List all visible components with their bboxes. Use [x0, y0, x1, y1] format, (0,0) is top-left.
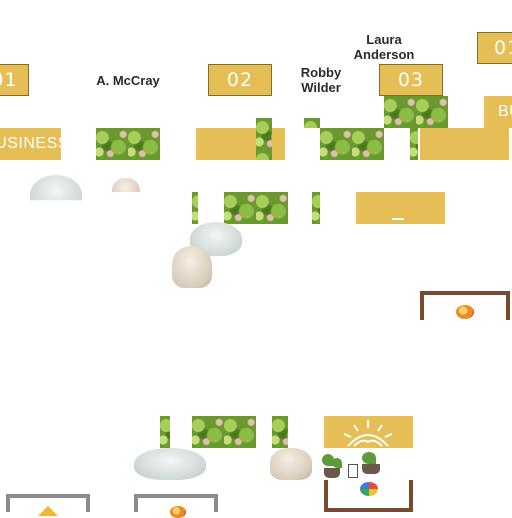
- statue-decoration: [112, 178, 140, 192]
- name-label-mccray: A. McCray: [88, 73, 168, 88]
- desk-number-03[interactable]: 03: [379, 64, 443, 96]
- plant-leaf: [332, 458, 342, 468]
- foliage-tile: [272, 416, 288, 448]
- foliage-tile: [312, 192, 320, 224]
- cloud-decoration: [134, 448, 206, 480]
- desk-number-01-partial[interactable]: 01: [0, 64, 29, 96]
- plant-leaf: [362, 452, 376, 464]
- picture-frame-bottom-left: [6, 494, 90, 516]
- colorful-ball-icon: [360, 482, 378, 496]
- desk-number-01-right-partial[interactable]: 01: [477, 32, 512, 64]
- orange-flag-icon: [38, 506, 58, 516]
- banner-text: BUSINESS: [0, 135, 61, 152]
- potted-plants-icon: [318, 452, 384, 480]
- statue-decoration: [270, 448, 312, 480]
- foliage-tile: [224, 192, 288, 224]
- desk-number-text: 01: [0, 69, 18, 91]
- gold-desk-block: [420, 128, 509, 160]
- plant-pot: [324, 468, 340, 478]
- name-label-laura: Laura Anderson: [344, 32, 424, 62]
- plant-leaf: [322, 454, 334, 466]
- foliage-tile: [256, 118, 272, 160]
- orange-fish-icon: [170, 506, 186, 518]
- desk-number-text: 01: [494, 37, 512, 59]
- plant-pot: [362, 464, 380, 474]
- picture-frame-bottom-mid: [134, 494, 218, 518]
- picture-frame: [324, 480, 413, 512]
- orange-fish-icon: [456, 305, 474, 319]
- shelf-rail: [348, 464, 358, 478]
- sun-handshake-fragment: [392, 218, 404, 226]
- business-banner-left: BUSINESS: [0, 128, 61, 160]
- name-text: Laura Anderson: [353, 32, 415, 62]
- desk-number-02[interactable]: 02: [208, 64, 272, 96]
- foliage-tile: [192, 192, 198, 224]
- foliage-tile: [320, 128, 384, 160]
- banner-text: BU: [498, 103, 512, 120]
- name-text: Robby Wilder: [300, 65, 342, 95]
- desk-number-text: 03: [397, 69, 425, 91]
- name-label-robby: Robby Wilder: [294, 65, 348, 95]
- foliage-tile: [410, 128, 418, 160]
- cloud-decoration: [30, 175, 82, 201]
- business-banner-right: BU: [484, 96, 512, 128]
- foliage-tile: [384, 96, 448, 128]
- foliage-tile: [192, 416, 256, 448]
- foliage-tile: [96, 128, 160, 160]
- statue-decoration: [172, 246, 212, 288]
- foliage-tile: [160, 416, 170, 448]
- name-text: A. McCray: [96, 73, 160, 88]
- sun-handshake-tile: [324, 416, 413, 448]
- frame-rail: [324, 480, 328, 508]
- sun-handshake-icon: [343, 420, 393, 447]
- desk-number-text: 02: [226, 69, 254, 91]
- picture-frame: [420, 291, 510, 320]
- frame-rail: [409, 480, 413, 508]
- foliage-tile: [304, 118, 320, 128]
